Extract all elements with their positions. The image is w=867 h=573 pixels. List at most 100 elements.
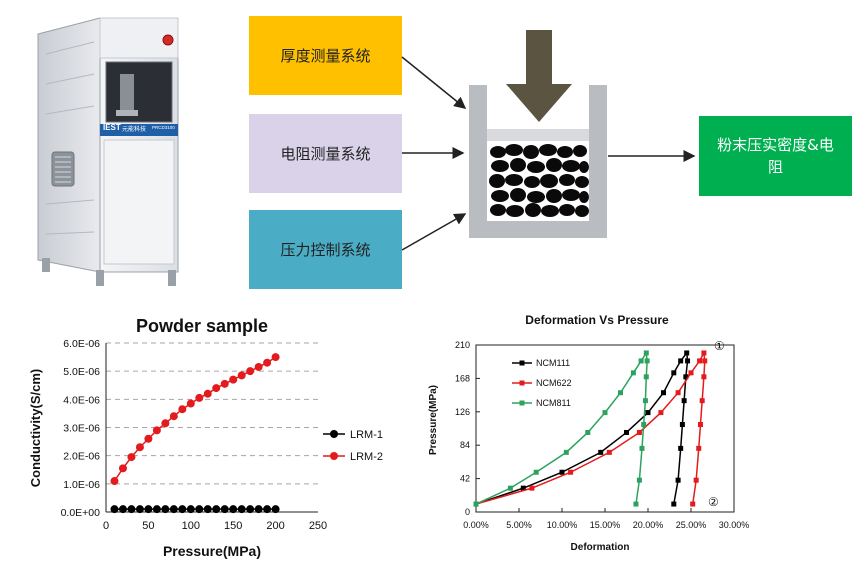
chart1-data-point <box>169 412 178 421</box>
thickness-system-label: 厚度测量系统 <box>280 47 371 65</box>
chart1-data-point <box>161 505 170 514</box>
arrow-pressure <box>401 213 467 251</box>
chart1-ytick-label: 5.0E-06 <box>63 366 100 378</box>
chart1-data-point <box>271 505 280 514</box>
chart1-data-point <box>263 505 272 514</box>
chart2-series-line <box>475 350 689 505</box>
chart2-data-point <box>658 410 664 416</box>
chart1-data-point <box>135 505 144 514</box>
chart2-data-point <box>533 469 539 475</box>
chart1-data-point <box>263 358 272 367</box>
chart2-data-point <box>633 501 639 507</box>
chart1-ytick-label: 1.0E-06 <box>63 479 100 491</box>
chart1-legend-marker <box>330 452 338 460</box>
chart1-data-point <box>110 477 119 486</box>
machine-model: PRCD3100 <box>152 125 175 130</box>
chart1-data-point <box>118 464 127 473</box>
chart2-data-point <box>688 370 694 376</box>
chart1-ytick-label: 6.0E-06 <box>63 338 100 350</box>
chart2-data-point <box>624 429 629 435</box>
chart2-data-point <box>644 358 650 364</box>
chart1-xlabel: Pressure(MPa) <box>163 543 261 559</box>
chart2-legend-marker <box>519 380 525 386</box>
chart2-data-point <box>702 358 708 364</box>
chart2-data-point <box>630 370 636 376</box>
chart1-xtick-label: 100 <box>182 520 200 532</box>
chart2-data-point <box>638 358 644 364</box>
chart2-legend-label: NCM622 <box>536 378 572 388</box>
chart2-data-point <box>678 445 684 451</box>
chart1-data-point <box>195 393 204 402</box>
chart2-data-point <box>678 358 684 364</box>
chart2-data-point <box>639 445 645 451</box>
chart1-data-point <box>271 353 280 362</box>
resistance-system-box: 电阻测量系统 <box>249 114 402 193</box>
chart2-data-point <box>671 370 677 376</box>
chart1-data-point <box>144 505 153 514</box>
machine-brand: IEST <box>103 123 121 132</box>
deformation-chart: Deformation Vs Pressure Deformation Pres… <box>428 313 749 553</box>
chart2-data-point <box>693 477 699 483</box>
chart1-data-point <box>229 375 238 384</box>
chart2-data-point <box>585 429 591 435</box>
chart1-ytick-label: 2.0E-06 <box>63 451 100 463</box>
chart2-data-point <box>598 449 604 455</box>
chart2-data-point <box>699 398 705 404</box>
chart1-xtick-label: 0 <box>103 520 109 532</box>
chart2-data-point <box>602 410 608 416</box>
chart2-annotation-2: ② <box>708 495 719 509</box>
chart1-xtick-label: 150 <box>224 520 242 532</box>
chart1-data-point <box>246 505 255 514</box>
chart1-xtick-label: 50 <box>142 520 154 532</box>
chart2-data-point <box>606 449 612 455</box>
output-box: 粉末压实密度&电阻 <box>699 116 852 196</box>
chart2-title: Deformation Vs Pressure <box>525 313 669 327</box>
chart2-xtick-label: 25.00% <box>676 520 707 530</box>
press-mold-icon <box>469 30 607 238</box>
chart1-data-point <box>186 399 195 408</box>
chart1-data-point <box>237 505 246 514</box>
chart1-data-point <box>246 367 255 376</box>
chart1-data-point <box>212 384 221 393</box>
chart2-data-point <box>642 398 648 404</box>
chart2-annotation-1: ① <box>714 339 725 353</box>
chart2-ylabel: Pressure(MPa) <box>428 385 439 455</box>
chart1-data-point <box>254 362 263 371</box>
chart1-xtick-label: 250 <box>309 520 327 532</box>
chart1-data-point <box>118 505 127 514</box>
flow-diagram <box>401 30 696 251</box>
chart2-legend-marker <box>519 360 525 366</box>
chart2-legend-label: NCM811 <box>536 398 571 408</box>
chart2-ytick-label: 0 <box>465 507 470 517</box>
chart2-xtick-label: 5.00% <box>506 520 532 530</box>
chart1-data-point <box>152 505 161 514</box>
chart1-data-point <box>161 419 170 428</box>
chart2-xlabel: Deformation <box>571 542 630 553</box>
chart2-ytick-label: 42 <box>460 474 470 484</box>
chart2-data-point <box>701 350 707 356</box>
chart1-data-point <box>220 379 229 388</box>
chart1-data-point <box>203 505 212 514</box>
chart1-data-point <box>186 505 195 514</box>
chart2-data-point <box>660 390 666 396</box>
pressure-system-label: 压力控制系统 <box>280 241 371 259</box>
chart2-data-point <box>697 358 703 364</box>
chart1-data-point <box>178 505 187 514</box>
chart2-series-line <box>475 350 648 505</box>
machine-brand-cn: 元能科技 <box>122 126 147 133</box>
chart2-data-point <box>529 485 535 491</box>
chart2-data-point <box>696 445 702 451</box>
machine-illustration: IEST 元能科技 PRCD3100 <box>36 14 182 292</box>
chart2-xtick-label: 15.00% <box>590 520 621 530</box>
chart1-ytick-label: 3.0E-06 <box>63 423 100 435</box>
chart1-data-point <box>237 371 246 380</box>
chart2-data-point <box>520 485 526 491</box>
chart2-data-point <box>641 422 647 428</box>
chart2-ytick-label: 168 <box>455 373 470 383</box>
chart2-data-point <box>617 390 623 396</box>
chart1-data-point <box>127 505 136 514</box>
chart2-data-point <box>636 429 642 435</box>
chart1-ytick-label: 0.0E+00 <box>61 507 101 519</box>
chart2-ytick-label: 126 <box>455 407 470 417</box>
chart1-legend-label: LRM-2 <box>350 451 383 463</box>
